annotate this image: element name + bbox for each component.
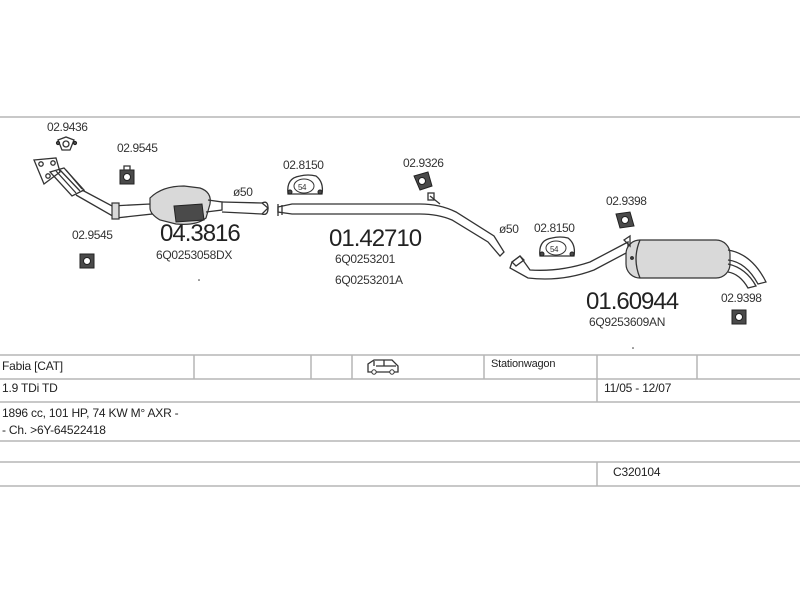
production-period: 11/05 - 12/07	[604, 381, 672, 395]
vehicle-table-grid	[0, 354, 800, 487]
hanger-icon[interactable]	[731, 309, 747, 325]
middle-part-number[interactable]: 01.42710	[329, 225, 423, 252]
hanger-middle-label: 02.9326	[403, 156, 444, 170]
clamp-top-label: 02.9436	[47, 120, 88, 134]
middle-oe-number-2: 6Q0253201A	[335, 273, 403, 287]
hanger-icon[interactable]	[413, 171, 433, 191]
dot-mark	[198, 279, 200, 281]
catalogue-code: C320104	[613, 465, 661, 479]
hanger-rear-top-label: 02.9398	[606, 194, 647, 208]
hanger-rear-bottom-label: 02.9398	[721, 291, 762, 305]
catalyst-part-number[interactable]: 04.3816	[160, 220, 241, 247]
engine: 1.9 TDi TD	[2, 381, 58, 395]
front-pipe-diameter: ø50	[233, 185, 253, 199]
mount-rear-label: 02.8150	[534, 221, 575, 235]
rubber-mount-icon[interactable]: 54	[539, 236, 576, 257]
body-type: Stationwagon	[491, 358, 556, 370]
hanger-icon[interactable]	[615, 211, 635, 229]
hanger-icon[interactable]	[119, 165, 135, 185]
mount-centre-badge: 54	[298, 183, 307, 192]
rubber-mount-icon[interactable]: 54	[287, 174, 324, 195]
rear-oe-number: 6Q9253609AN	[589, 315, 665, 329]
car-estate-icon	[367, 359, 399, 375]
rear-silencer[interactable]	[509, 234, 767, 289]
middle-oe-number-1: 6Q0253201	[335, 252, 396, 266]
hanger-front-bottom-label: 02.9545	[72, 228, 113, 242]
vehicle-model: Fabia [CAT]	[2, 359, 63, 373]
hanger-icon[interactable]	[79, 253, 95, 269]
catalyst-oe-number: 6Q0253058DX	[156, 248, 232, 262]
engine-specs: 1896 cc, 101 HP, 74 KW M° AXR -	[2, 406, 179, 420]
hanger-front-top-label: 02.9545	[117, 141, 158, 155]
rear-pipe-diameter: ø50	[499, 222, 519, 236]
chassis-range: - Ch. >6Y-64522418	[2, 423, 106, 437]
mount-rear-badge: 54	[550, 245, 559, 254]
middle-pipe[interactable]	[277, 192, 505, 257]
clamp-icon[interactable]	[55, 136, 78, 151]
front-pipe-catalyst[interactable]	[33, 157, 269, 225]
mount-centre-label: 02.8150	[283, 158, 324, 172]
rear-part-number[interactable]: 01.60944	[586, 288, 680, 315]
dot-mark	[632, 347, 634, 349]
